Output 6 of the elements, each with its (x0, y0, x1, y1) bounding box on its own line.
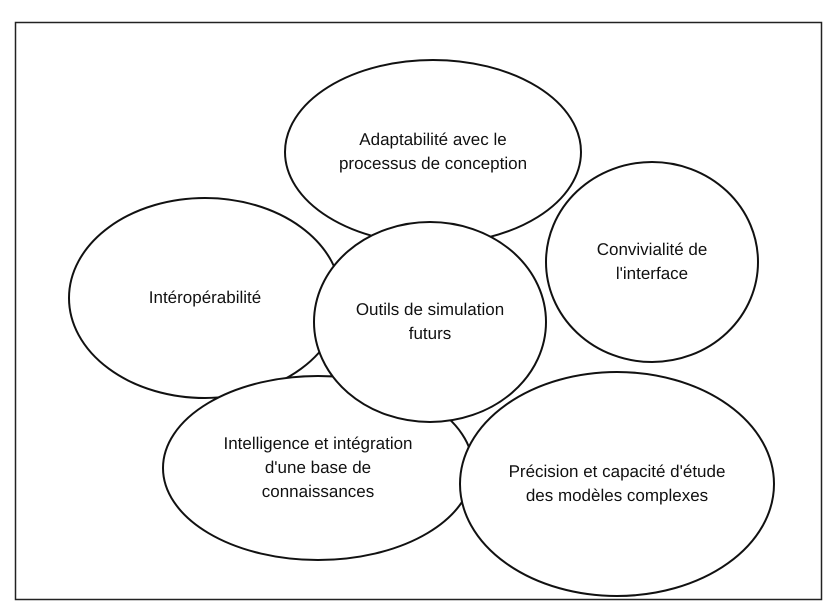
node-label: Convivialité de l'interface (596, 239, 708, 285)
node-label: Adaptabilité avec le processus de conception (338, 129, 528, 175)
node-label: Intelligence et intégration d'une base de connaissances (222, 433, 414, 503)
node-label: Intéropérabilité (148, 287, 262, 309)
node-label: Précision et capacité d'étude des modèles complexes (508, 461, 726, 507)
node-label: Outils de simulation futurs (354, 299, 506, 345)
